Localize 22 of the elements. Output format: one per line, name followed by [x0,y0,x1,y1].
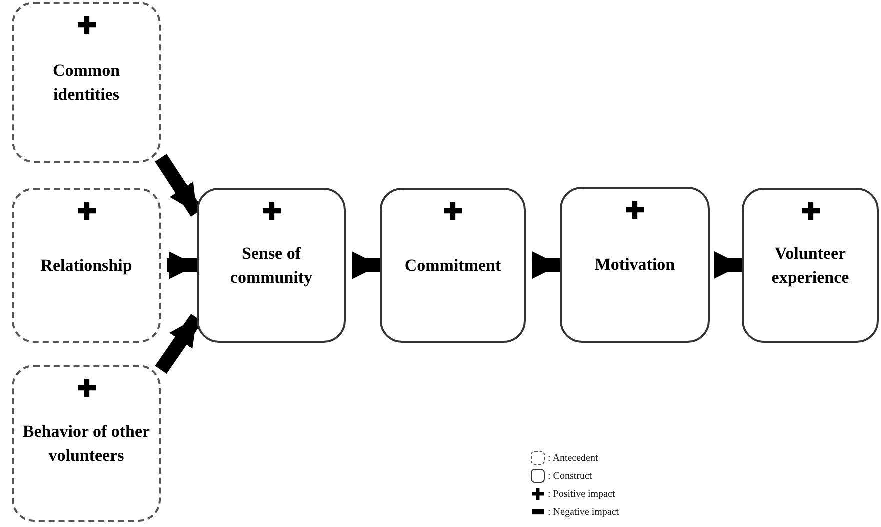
node-label: Volunteer experience [770,242,850,289]
antecedent-box [12,188,161,343]
legend-label: : Positive impact [548,488,616,502]
antecedent-box [12,2,161,163]
legend-label: : Construct [548,470,592,484]
legend-label: : Negative impact [548,506,620,520]
node-label: Sense of community [229,242,314,289]
block-arrow [714,251,742,280]
legend-label: : Antecedent [548,452,598,466]
node-label: Relationship [40,254,132,277]
construct-box [742,188,879,343]
construct-box [197,188,346,343]
node-label: Motivation [594,254,676,276]
antecedent-box [12,365,161,522]
construct-box [380,188,526,343]
block-arrow [352,252,380,280]
block-arrow [532,251,560,280]
construct-box [560,187,710,343]
node-label: Commitment [404,254,502,276]
node-label: Behavior of other volunteers [22,420,151,466]
node-label: Common identities [52,60,122,106]
block-arrow [167,252,197,280]
